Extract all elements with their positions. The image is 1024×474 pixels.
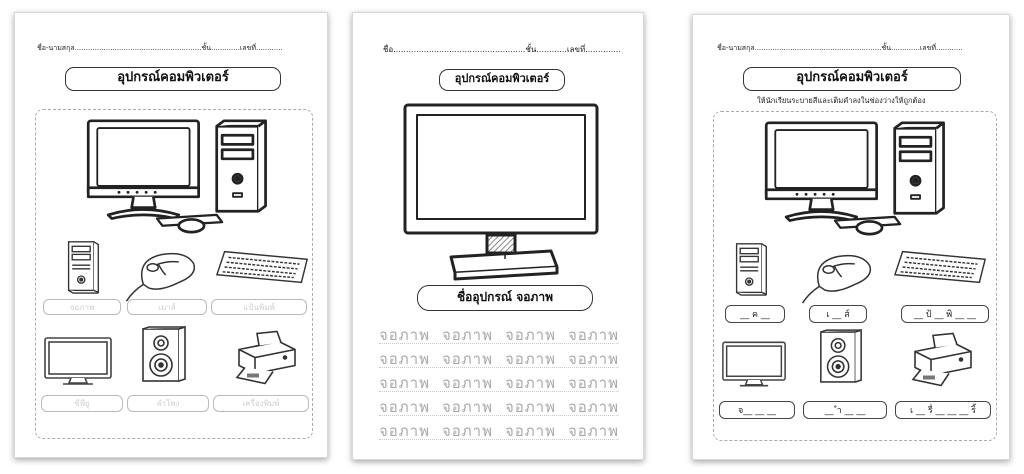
- trace-word: จอภาพ: [379, 350, 430, 368]
- answer-box-6: เครื่องพิมพ์: [213, 395, 309, 412]
- trace-word: จอภาพ: [379, 422, 430, 440]
- mouse-icon: [125, 252, 196, 302]
- trace-word: จอภาพ: [568, 350, 619, 368]
- trace-word: จอภาพ: [442, 374, 493, 392]
- monitor-icon: [44, 337, 112, 385]
- trace-word: จอภาพ: [568, 326, 619, 344]
- answer-box-1: จอภาพ: [43, 299, 121, 315]
- fill-blank-2: เ __ ส์: [809, 305, 867, 323]
- trace-word: จอภาพ: [442, 350, 493, 368]
- trace-row-1: จอภาพ จอภาพ จอภาพ จอภาพ: [379, 323, 619, 344]
- answer-box-3: แป้นพิมพ์: [211, 299, 307, 315]
- large-monitor-icon: [403, 103, 599, 281]
- cpu-tower-icon: [735, 243, 767, 296]
- monitor-icon: [722, 341, 786, 387]
- worksheet-title: อุปกรณ์คอมพิวเตอร์: [439, 69, 565, 91]
- trace-word: จอภาพ: [505, 422, 556, 440]
- fill-blank-3: __ ป้ __ พิ __ __: [901, 305, 989, 323]
- trace-word: จอภาพ: [442, 422, 493, 440]
- desktop-computer-icon: [764, 121, 945, 236]
- printer-icon: [912, 332, 972, 387]
- trace-row-2: จอภาพ จอภาพ จอภาพ จอภาพ: [379, 347, 619, 368]
- trace-word: จอภาพ: [442, 326, 493, 344]
- desktop-computer-icon: [86, 119, 267, 234]
- answer-box-4: ซีพียู: [41, 395, 123, 412]
- name-class-number-line: ชื่อ....................................…: [383, 45, 621, 54]
- instruction-text: ให้นักเรียนระบายสีและเติมคำลงในช่องว่างใ…: [757, 96, 926, 105]
- worksheet-page-1: ชื่อ-นามสกุล............................…: [14, 12, 328, 458]
- trace-word: จอภาพ: [568, 398, 619, 416]
- worksheet-title: อุปกรณ์คอมพิวเตอร์: [65, 67, 281, 91]
- trace-word: จอภาพ: [568, 422, 619, 440]
- fill-blank-5: __ ำ __ __: [803, 401, 887, 419]
- worksheet-title: อุปกรณ์คอมพิวเตอร์: [743, 67, 961, 91]
- worksheet-page-3: ชื่อ-นามสกุล............................…: [692, 14, 1010, 460]
- cpu-tower-icon: [67, 241, 100, 294]
- name-class-number-line: ชื่อ-นามสกุล............................…: [717, 44, 963, 52]
- fill-blank-1: __ ค __: [725, 305, 785, 323]
- trace-word: จอภาพ: [379, 398, 430, 416]
- speaker-icon: [820, 329, 862, 383]
- answer-box-5: ลำโพง: [127, 395, 209, 412]
- mouse-icon: [801, 254, 872, 304]
- trace-row-5: จอภาพ จอภาพ จอภาพ จอภาพ: [379, 419, 619, 440]
- trace-word: จอภาพ: [568, 374, 619, 392]
- fill-blank-4: จ__ __ __: [719, 401, 795, 419]
- trace-word: จอภาพ: [379, 326, 430, 344]
- trace-word: จอภาพ: [379, 374, 430, 392]
- speaker-icon: [142, 326, 186, 382]
- answer-box-2: เมาส์: [127, 299, 207, 315]
- worksheet-page-2: ชื่อ....................................…: [352, 12, 644, 460]
- trace-row-3: จอภาพ จอภาพ จอภาพ จอภาพ: [379, 371, 619, 392]
- trace-word: จอภาพ: [505, 326, 556, 344]
- trace-word: จอภาพ: [442, 398, 493, 416]
- trace-word: จอภาพ: [505, 398, 556, 416]
- device-name-box: ชื่ออุปกรณ์ จอภาพ: [417, 285, 593, 311]
- trace-row-4: จอภาพ จอภาพ จอภาพ จอภาพ: [379, 395, 619, 416]
- trace-word: จอภาพ: [505, 350, 556, 368]
- keyboard-icon: [894, 250, 986, 284]
- fill-blank-6: เ __ รื่ __ __ __ ริ้: [895, 401, 991, 419]
- name-class-number-line: ชื่อ-นามสกุล............................…: [37, 44, 283, 52]
- trace-word: จอภาพ: [505, 374, 556, 392]
- picture-frame: [713, 111, 997, 441]
- keyboard-icon: [216, 250, 308, 284]
- printer-icon: [236, 330, 296, 385]
- picture-frame: [35, 109, 313, 439]
